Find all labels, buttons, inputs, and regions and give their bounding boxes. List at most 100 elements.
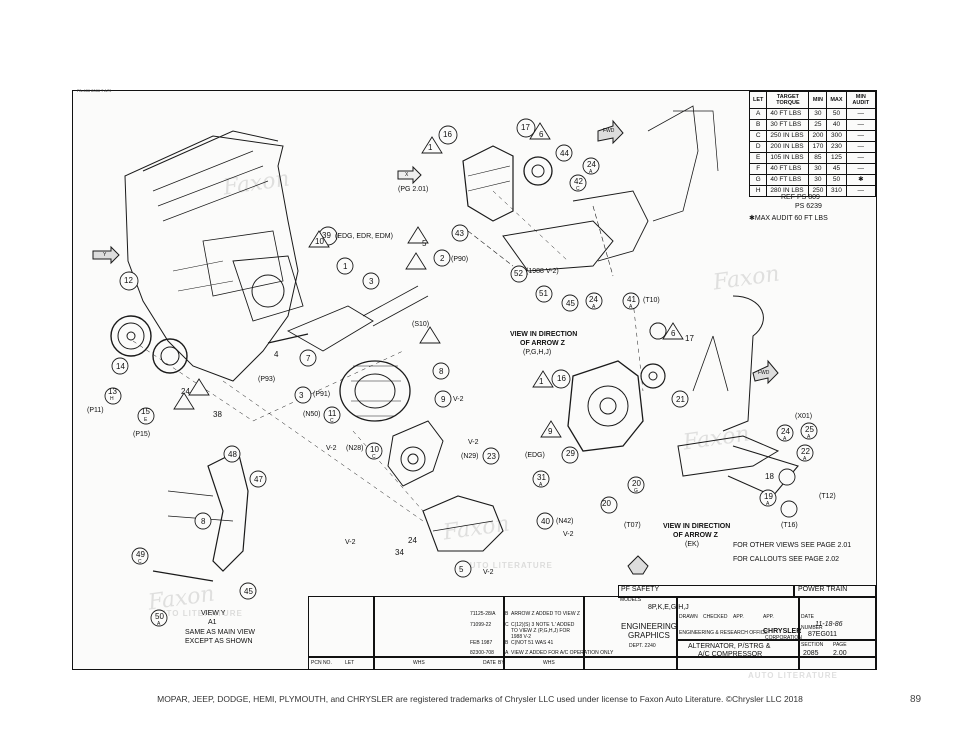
callout: 1: [343, 262, 348, 271]
column-header: BY: [498, 660, 505, 666]
watermark-sub: AUTO LITERATURE: [748, 671, 838, 680]
table-cell: 45: [826, 163, 847, 175]
divider: [308, 656, 876, 658]
change-ref: FEB 1987: [470, 640, 493, 646]
view-label: VIEW IN DIRECTION: [663, 523, 731, 530]
column-header: LET: [345, 660, 355, 666]
table-cell: 30: [808, 163, 828, 175]
models-label: MODELS: [620, 597, 642, 603]
divider: [676, 639, 876, 641]
note: (N28): [346, 445, 364, 452]
app-label: APP.: [763, 614, 774, 620]
callout: 19: [764, 492, 773, 501]
change-ref: 71125-28/A: [470, 611, 496, 617]
section-label: SECTION: [801, 642, 824, 648]
table-cell: 50: [826, 108, 847, 120]
table-cell: 105 IN LBS: [766, 152, 810, 164]
callout-letter: E: [144, 417, 148, 423]
power-train: POWER TRAIN: [798, 586, 848, 593]
table-cell: ✱: [845, 174, 877, 186]
table-cell: —: [845, 108, 877, 120]
dept: GRAPHICS: [628, 631, 670, 640]
change-letter: C: [505, 622, 509, 628]
note: (P15): [133, 431, 151, 438]
dept: DEPT. 2240: [629, 643, 656, 649]
table-header: MIN: [808, 91, 828, 109]
callout: 29: [566, 449, 575, 458]
callout-letter: G: [634, 488, 638, 494]
callout: 43: [455, 229, 464, 238]
table-cell: 200 IN LBS: [766, 141, 810, 153]
divider: [676, 596, 678, 670]
watermark-sub: AUTO LITERATURE: [153, 609, 243, 618]
drawing-number: 87EG011: [808, 631, 838, 638]
callout: 21: [676, 395, 685, 404]
ref-ps: REF PS 809: [781, 194, 820, 201]
table-cell: —: [845, 119, 877, 131]
callout-letter: A: [539, 482, 543, 488]
view-label: VIEW Y: [201, 610, 226, 617]
view-label: OF ARROW Z: [673, 532, 718, 539]
page-label: PAGE: [833, 642, 847, 648]
arrow-label: Y: [103, 252, 107, 258]
callout: 10: [370, 445, 379, 454]
callout-letter: A: [592, 304, 596, 310]
callout: 17: [685, 334, 694, 343]
callout: 3: [299, 391, 304, 400]
divider: [583, 596, 585, 670]
table-header: LET: [748, 91, 768, 109]
callout-letter: A: [766, 501, 770, 507]
table-cell: 40 FT LBS: [766, 174, 810, 186]
office: ENGINEERING & RESEARCH OFFICE: [679, 630, 768, 636]
header-stamp: PA-486 8086 7 A79: [77, 88, 112, 93]
exploded-parts-diagram: [92, 105, 818, 627]
change-desc: ARROW Z ADDED TO VIEW Z: [511, 611, 580, 617]
table-cell: 40 FT LBS: [766, 163, 810, 175]
change-ref: 71099-22: [470, 622, 492, 628]
view-label: OF ARROW Z: [520, 340, 565, 347]
callout: 24: [589, 295, 598, 304]
note: (T10): [643, 297, 660, 304]
callout: 45: [566, 299, 575, 308]
callout-letter: A: [589, 169, 593, 175]
callout: 24: [408, 536, 417, 545]
arrow-label: X: [405, 172, 409, 178]
callout: 12: [124, 276, 133, 285]
table-cell: 40 FT LBS: [766, 108, 810, 120]
callout: 6: [671, 329, 676, 338]
callout: 13: [108, 387, 117, 396]
note: (N42): [556, 518, 574, 525]
table-cell: E: [748, 152, 768, 164]
callout: 41: [627, 295, 636, 304]
callout: 16: [557, 374, 566, 383]
table-cell: D: [748, 141, 768, 153]
column-header: DATE: [483, 660, 496, 666]
drawing-title: A/C COMPRESSOR: [698, 651, 763, 658]
max-audit-note: ✱MAX AUDIT 60 FT LBS: [749, 215, 828, 222]
callout: 15: [141, 407, 150, 416]
callout: 9: [548, 427, 553, 436]
table-cell: A: [748, 108, 768, 120]
divider: [373, 596, 375, 670]
change-letter: A: [505, 650, 509, 656]
callout: 11: [328, 409, 337, 418]
table-cell: 125: [826, 152, 847, 164]
trademark-footer: MOPAR, JEEP, DODGE, HEMI, PLYMOUTH, and …: [157, 694, 803, 704]
change-letter: B: [505, 640, 509, 646]
divider: [798, 596, 800, 670]
view-label: (P,G,H,J): [523, 349, 552, 356]
table-header: TARGET TORQUE: [766, 91, 810, 109]
table-cell: 300: [826, 130, 847, 142]
note: (1988 V-2): [526, 268, 559, 275]
callout: 24: [587, 160, 596, 169]
note: (S10): [412, 321, 430, 328]
callout: 24: [181, 387, 190, 396]
table-cell: 280 IN LBS: [766, 185, 810, 197]
callout: 48: [228, 450, 237, 459]
callout: 18: [765, 472, 774, 481]
callout: 50: [155, 612, 164, 621]
